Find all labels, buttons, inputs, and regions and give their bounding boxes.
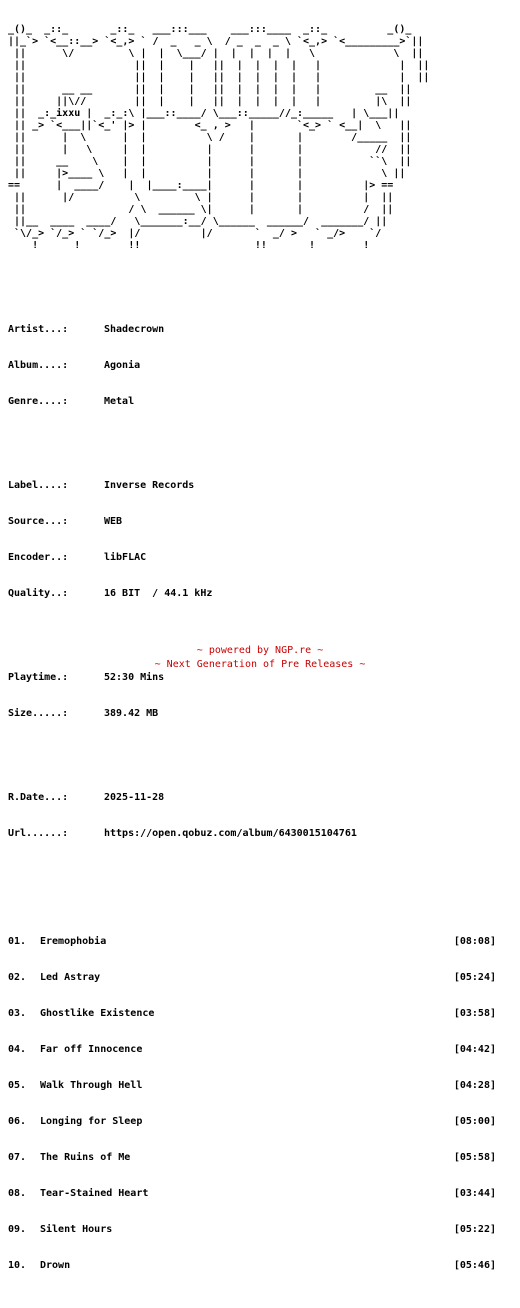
quality-row: Quality..: 16 BIT / 44.1 kHz [8, 588, 512, 600]
track-number: 10. [8, 1260, 27, 1271]
size-value: 389.42 MB [104, 708, 159, 719]
genre-value: Metal [104, 396, 135, 407]
track-title: Silent Hours [40, 1224, 113, 1235]
url-row: Url......: https://open.qobuz.com/album/6… [8, 828, 512, 840]
encoder-row: Encoder..: libFLAC [8, 552, 512, 564]
track-number: 04. [8, 1044, 27, 1055]
label-value: Inverse Records [104, 480, 195, 491]
track-title: Ghostlike Existence [40, 1008, 155, 1019]
track-title: Longing for Sleep [40, 1116, 143, 1127]
playtime-key: Playtime.: [8, 672, 69, 683]
track-title: Tear-Stained Heart [40, 1188, 149, 1199]
track-row: 06. Longing for Sleep [05:00] [8, 1116, 496, 1128]
track-number: 03. [8, 1008, 27, 1019]
source-row: Source...: WEB [8, 516, 512, 528]
track-title: The Ruins of Me [40, 1152, 131, 1163]
track-row: 03. Ghostlike Existence [03:58] [8, 1008, 496, 1020]
genre-key: Genre....: [8, 396, 69, 407]
track-row: 02. Led Astray [05:24] [8, 972, 496, 984]
track-duration: [05:58] [453, 1152, 496, 1163]
track-row: 08. Tear-Stained Heart [03:44] [8, 1188, 496, 1200]
track-duration: [05:22] [453, 1224, 496, 1235]
album-key: Album....: [8, 360, 69, 371]
track-duration: [04:42] [453, 1044, 496, 1055]
track-title: Walk Through Hell [40, 1080, 143, 1091]
playtime-value: 52:30 Mins [104, 672, 165, 683]
ascii-logo-art: _()_ _::_ _::_ ___:::___ ___:::____ _::_… [8, 24, 430, 251]
source-key: Source...: [8, 516, 69, 527]
release-date-key: R.Date...: [8, 792, 69, 803]
release-date-row: R.Date...: 2025-11-28 [8, 792, 512, 804]
track-number: 05. [8, 1080, 27, 1091]
genre-row: Genre....: Metal [8, 396, 512, 408]
label-row: Label....: Inverse Records [8, 480, 512, 492]
track-duration: [08:08] [453, 936, 496, 947]
track-duration: [03:44] [453, 1188, 496, 1199]
release-date-value: 2025-11-28 [104, 792, 165, 803]
track-title: Eremophobia [40, 936, 107, 947]
artist-value: Shadecrown [104, 324, 165, 335]
quality-key: Quality..: [8, 588, 69, 599]
album-value: Agonia [104, 360, 141, 371]
playtime-row: Playtime.: 52:30 Mins [8, 672, 512, 684]
spacer [8, 432, 512, 444]
track-row: 10. Drown [05:46] [8, 1260, 496, 1272]
track-duration: [03:58] [453, 1008, 496, 1019]
track-number: 02. [8, 972, 27, 983]
artist-key: Artist...: [8, 324, 69, 335]
spacer [8, 276, 512, 288]
quality-value: 16 BIT / 44.1 kHz [104, 588, 213, 599]
encoder-key: Encoder..: [8, 552, 69, 563]
track-number: 09. [8, 1224, 27, 1235]
track-row: 05. Walk Through Hell [04:28] [8, 1080, 496, 1092]
spacer [8, 624, 512, 636]
track-number: 06. [8, 1116, 27, 1127]
artist-row: Artist...: Shadecrown [8, 324, 512, 336]
source-value: WEB [104, 516, 123, 527]
track-row: 07. The Ruins of Me [05:58] [8, 1152, 496, 1164]
track-title: Led Astray [40, 972, 101, 983]
spacer [8, 744, 512, 756]
track-row: 01. Eremophobia [08:08] [8, 936, 496, 948]
spacer [8, 864, 512, 876]
url-key: Url......: [8, 828, 69, 839]
track-duration: [05:46] [453, 1260, 496, 1271]
footer-tagline: ~ Next Generation of Pre Releases ~ [154, 659, 366, 670]
track-duration: [04:28] [453, 1080, 496, 1091]
encoder-value: libFLAC [104, 552, 147, 563]
album-row: Album....: Agonia [8, 360, 512, 372]
label-key: Label....: [8, 480, 69, 491]
track-number: 07. [8, 1152, 27, 1163]
size-key: Size.....: [8, 708, 69, 719]
tracklist: 01. Eremophobia [08:08] 02. Led Astray [05:2… [8, 912, 512, 1296]
url-value[interactable]: https://open.qobuz.com/album/64300151047… [104, 828, 357, 839]
track-duration: [05:24] [453, 972, 496, 983]
track-number: 08. [8, 1188, 27, 1199]
track-row: 04. Far off Innocence [04:42] [8, 1044, 496, 1056]
footer-powered-by: ~ powered by NGP.re ~ [196, 645, 324, 656]
track-duration: [05:00] [453, 1116, 496, 1127]
track-title: Drown [40, 1260, 71, 1271]
track-row: 09. Silent Hours [05:22] [8, 1224, 496, 1236]
track-title: Far off Innocence [40, 1044, 143, 1055]
track-number: 01. [8, 936, 27, 947]
size-row: Size.....: 389.42 MB [8, 708, 512, 720]
